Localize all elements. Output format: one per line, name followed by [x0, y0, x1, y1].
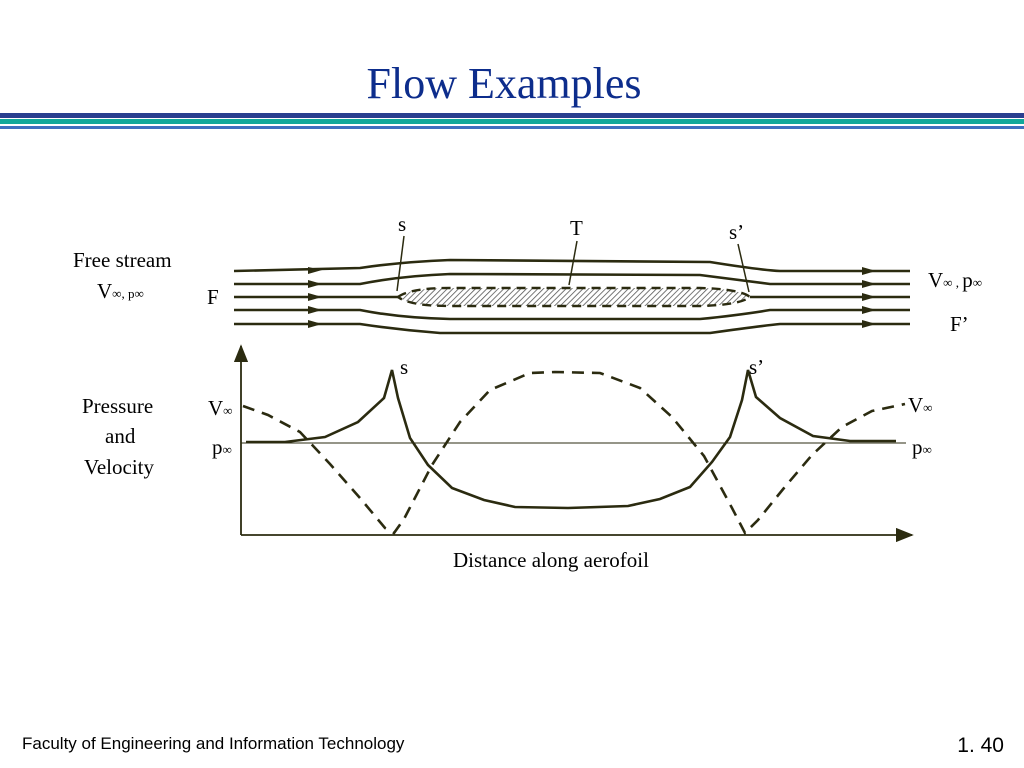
graph-s-label: s [400, 355, 409, 379]
rule-blue-bottom [0, 126, 1024, 129]
footer-text: Faculty of Engineering and Information T… [22, 734, 405, 753]
page-number: 1. 40 [957, 734, 1004, 757]
p-inf-left-label: p∞ [212, 435, 232, 459]
free-stream-label: Free stream [73, 248, 172, 272]
rear-stagnation-point-label: s’ [729, 220, 745, 244]
aerofoil-body [395, 286, 752, 308]
arrowhead-left-5 [308, 320, 322, 328]
arrowhead-left-4 [308, 306, 322, 314]
free-stream-conditions-label: V∞, p∞ [97, 279, 144, 303]
streamline-1 [233, 258, 910, 273]
leader-s-prime [737, 243, 750, 293]
arrowhead-left-2 [308, 280, 322, 288]
leader-T [568, 240, 578, 286]
velocity-label: Velocity [84, 455, 154, 479]
arrowhead-left-1 [308, 267, 322, 274]
and-label: and [105, 424, 136, 448]
p-inf-right-label: p∞ [912, 435, 932, 459]
velocity-curve [246, 369, 896, 510]
streamline-4 [234, 308, 910, 321]
slide-title: Flow Examples [366, 59, 642, 108]
arrowhead-right-4 [862, 306, 876, 314]
inlet-section-label: F [207, 285, 219, 309]
thickness-label: T [570, 216, 583, 240]
arrowhead-right-1 [862, 267, 876, 275]
v-inf-left-label: V∞ [208, 396, 233, 420]
arrowhead-right-2 [862, 280, 876, 288]
graph-s-prime-label: s’ [749, 355, 765, 379]
rule-teal [0, 119, 1024, 124]
x-axis-label: Distance along aerofoil [453, 548, 649, 572]
streamline-2 [234, 272, 910, 286]
outlet-section-label: F’ [950, 312, 969, 336]
pressure-label: Pressure [82, 394, 154, 418]
stagnation-point-label: s [398, 212, 407, 236]
arrowhead-right-5 [862, 320, 876, 328]
arrowhead-left-3 [308, 293, 322, 301]
rule-navy-top [0, 113, 1024, 118]
outlet-conditions-label: V∞ , , pp∞ [928, 268, 982, 292]
arrowhead-right-3 [862, 293, 876, 301]
streamline-5 [234, 322, 910, 335]
pressure-curve [242, 370, 906, 536]
v-inf-right-label: V∞ [908, 393, 933, 417]
leader-s [396, 235, 405, 292]
